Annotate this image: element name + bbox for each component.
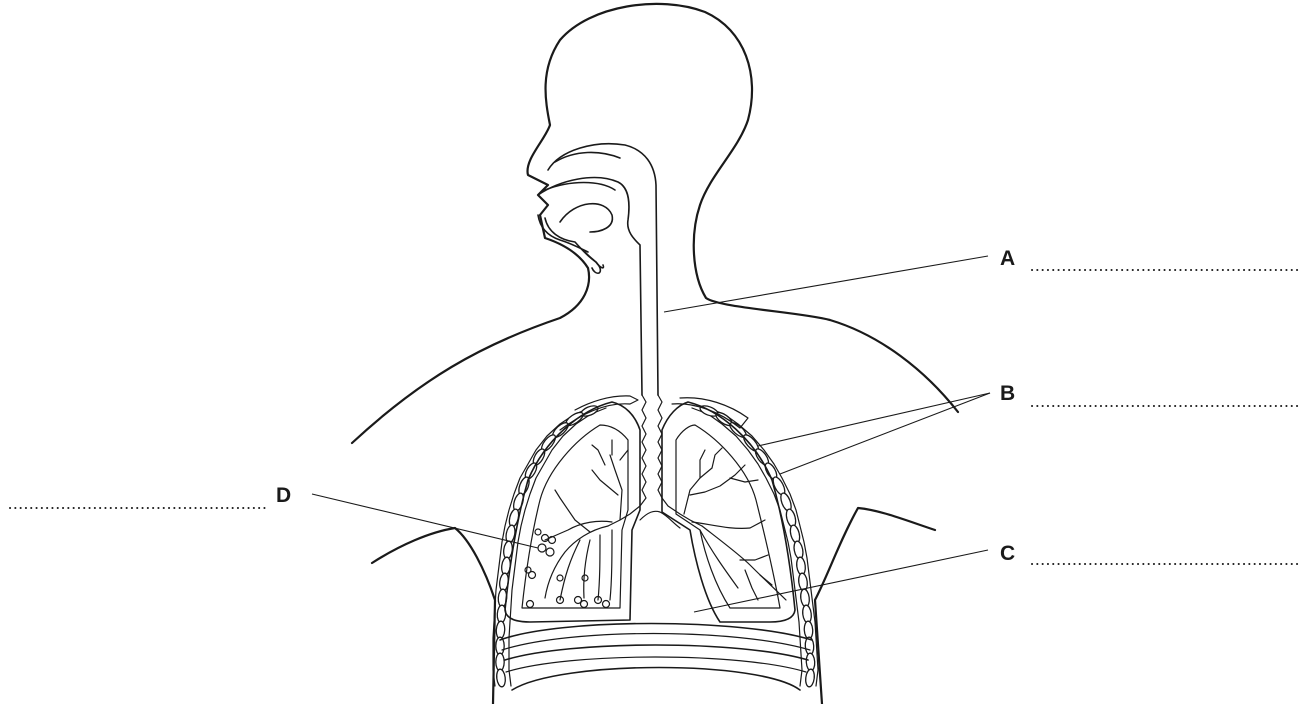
leader-line-d [312, 494, 538, 548]
rib-right-11 [793, 540, 805, 559]
label-b: B [1000, 382, 1015, 405]
bronchi [545, 440, 786, 600]
rib-right-19 [805, 669, 816, 688]
body-outline [352, 4, 958, 704]
label-c: C [1000, 542, 1015, 565]
labels: A B C D [276, 247, 1015, 565]
rib-right-10 [789, 524, 802, 544]
leader-line-a [664, 256, 988, 312]
label-d: D [276, 484, 291, 507]
rib-right-16 [804, 621, 813, 639]
rib-right-15 [802, 605, 813, 624]
leader-lines [312, 256, 990, 612]
rib-left-16 [496, 621, 505, 639]
rib-right-14 [800, 589, 811, 608]
rib-left-18 [496, 653, 504, 671]
leader-line-c [694, 550, 988, 612]
rib-right-12 [796, 557, 807, 576]
rib-right-18 [806, 653, 815, 671]
alveoli [525, 529, 610, 608]
label-a: A [1000, 247, 1015, 270]
airway [538, 144, 702, 528]
answer-lines [10, 270, 1300, 564]
rib-right-9 [785, 508, 798, 528]
rib-left-19 [496, 669, 507, 688]
